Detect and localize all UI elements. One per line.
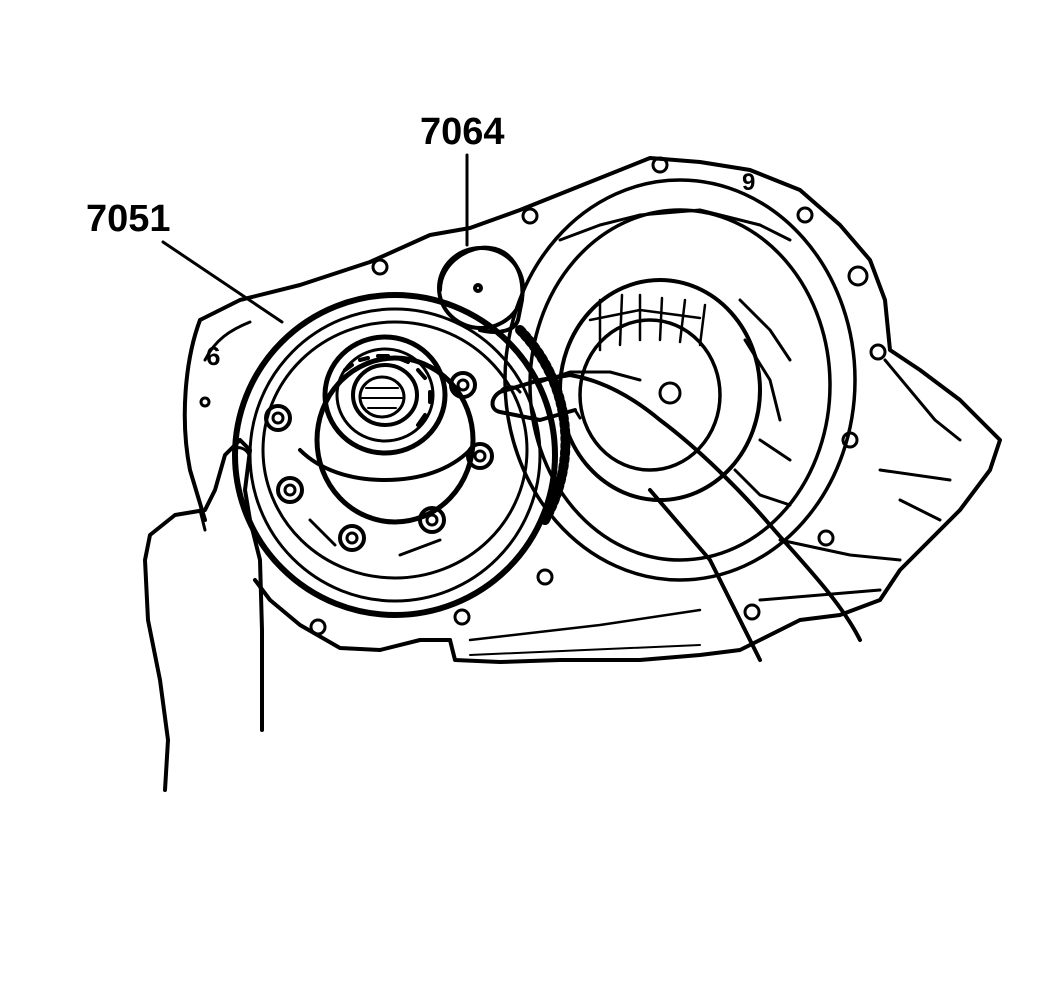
- right-hand: [490, 370, 862, 662]
- leader-line-7051: [161, 240, 284, 324]
- part-7064: [437, 245, 525, 334]
- case-bolt-bosses: [199, 156, 887, 636]
- case-mark-right: 9: [742, 169, 755, 196]
- part-7051: [232, 292, 571, 618]
- left-hand: [143, 438, 264, 792]
- case-mark-left: 6: [206, 341, 220, 371]
- transaxle-case: [182, 156, 1002, 664]
- callout-label-7064: 7064: [420, 111, 505, 153]
- callout-label-7051: 7051: [86, 198, 171, 240]
- leader-lines: [161, 153, 469, 324]
- case-markings: 6 9: [206, 169, 755, 371]
